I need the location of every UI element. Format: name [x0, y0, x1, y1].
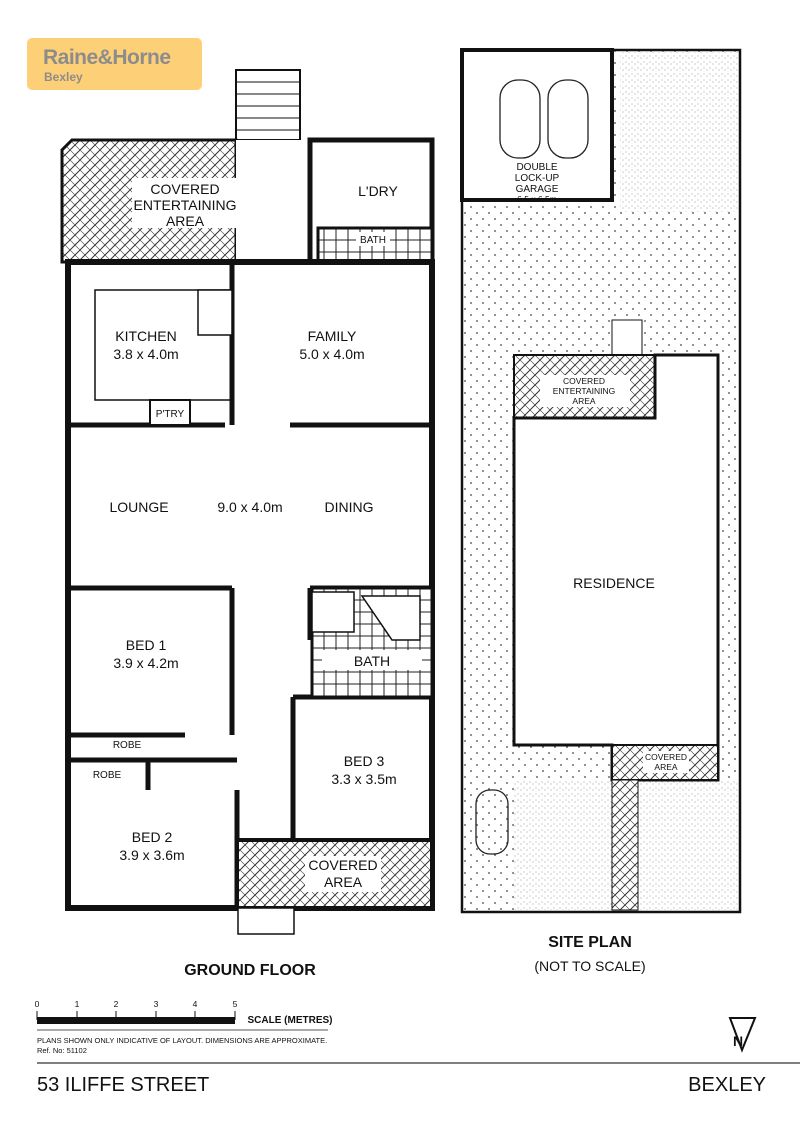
svg-text:AREA: AREA [572, 396, 595, 406]
svg-text:5.0 x 4.0m: 5.0 x 4.0m [299, 346, 364, 362]
label-family: FAMILY [308, 328, 357, 344]
path [611, 779, 639, 911]
site-plan-labels: DOUBLE LOCK-UP GARAGE 6.5 x 6.5m COVERED… [515, 162, 689, 974]
svg-text:ENTERTAINING: ENTERTAINING [134, 197, 237, 213]
disclaimer: PLANS SHOWN ONLY INDICATIVE OF LAYOUT. D… [37, 1036, 328, 1045]
label-robe1: ROBE [113, 740, 142, 751]
logo-branch: Bexley [44, 70, 83, 84]
residence [512, 353, 720, 782]
svg-text:GARAGE: GARAGE [516, 184, 559, 195]
label-dining: DINING [325, 499, 374, 515]
svg-text:2: 2 [114, 999, 119, 1009]
label-kitchen: KITCHEN [115, 328, 176, 344]
scale-label: SCALE (METRES) [248, 1015, 333, 1026]
suburb: BEXLEY [688, 1074, 766, 1096]
svg-text:3.3 x 3.5m: 3.3 x 3.5m [331, 771, 396, 787]
svg-text:1: 1 [75, 999, 80, 1009]
site-plan-subtitle: (NOT TO SCALE) [534, 958, 645, 974]
agency-logo: Raine&Horne Bexley [27, 38, 202, 90]
garage [460, 48, 614, 202]
svg-text:AREA: AREA [166, 213, 205, 229]
svg-text:ENTERTAINING: ENTERTAINING [553, 386, 616, 396]
svg-text:AREA: AREA [654, 762, 677, 772]
label-bath-top: BATH [360, 235, 386, 246]
label-bed1: BED 1 [126, 637, 167, 653]
front-step [237, 907, 295, 935]
svg-text:6.5 x 6.5m: 6.5 x 6.5m [517, 194, 557, 204]
ground-floor-plan [60, 69, 435, 935]
garden [620, 52, 738, 212]
svg-text:3.9 x 4.2m: 3.9 x 4.2m [113, 655, 178, 671]
shower [311, 591, 355, 633]
svg-text:3.8 x 4.0m: 3.8 x 4.0m [113, 346, 178, 362]
ground-floor-title: GROUND FLOOR [184, 962, 316, 979]
svg-text:0: 0 [35, 999, 40, 1009]
svg-text:5: 5 [233, 999, 238, 1009]
north-arrow-icon: N [728, 1017, 757, 1053]
label-residence: RESIDENCE [573, 575, 655, 591]
label-bed2: BED 2 [132, 829, 173, 845]
address: 53 ILIFFE STREET [37, 1074, 210, 1096]
svg-text:3: 3 [154, 999, 159, 1009]
ground-floor-labels: COVERED ENTERTAINING AREA L'DRY BATH KIT… [93, 178, 399, 979]
logo-brand: Raine&Horne [43, 46, 171, 69]
label-robe2: ROBE [93, 770, 122, 781]
house-outline [65, 259, 435, 911]
scale-bar: 0 1 2 3 4 5 SCALE (METRES) [35, 999, 800, 1064]
svg-text:4: 4 [193, 999, 198, 1009]
label-lounge-dining-size: 9.0 x 4.0m [217, 499, 282, 515]
svg-text:3.9 x 3.6m: 3.9 x 3.6m [119, 847, 184, 863]
cars [475, 79, 589, 855]
reference-number: Ref. No: 51102 [37, 1046, 87, 1055]
label-covered-entertaining: COVERED [150, 181, 219, 197]
bathtub [360, 595, 421, 641]
label-pantry: P'TRY [156, 409, 185, 420]
site-plan-title: SITE PLAN [548, 934, 632, 951]
svg-text:LOCK-UP: LOCK-UP [515, 173, 560, 184]
svg-text:AREA: AREA [324, 874, 363, 890]
label-covered-area: COVERED [308, 857, 377, 873]
label-bath: BATH [354, 653, 390, 669]
site-plan [460, 48, 742, 914]
label-site-covered-area: COVERED [645, 752, 687, 762]
label-garage: DOUBLE [516, 162, 557, 173]
pantry [149, 399, 191, 426]
label-laundry: L'DRY [358, 183, 398, 199]
label-site-covered-entertaining: COVERED [563, 376, 605, 386]
label-lounge: LOUNGE [109, 499, 168, 515]
svg-text:N: N [733, 1033, 743, 1049]
label-bed3: BED 3 [344, 753, 385, 769]
